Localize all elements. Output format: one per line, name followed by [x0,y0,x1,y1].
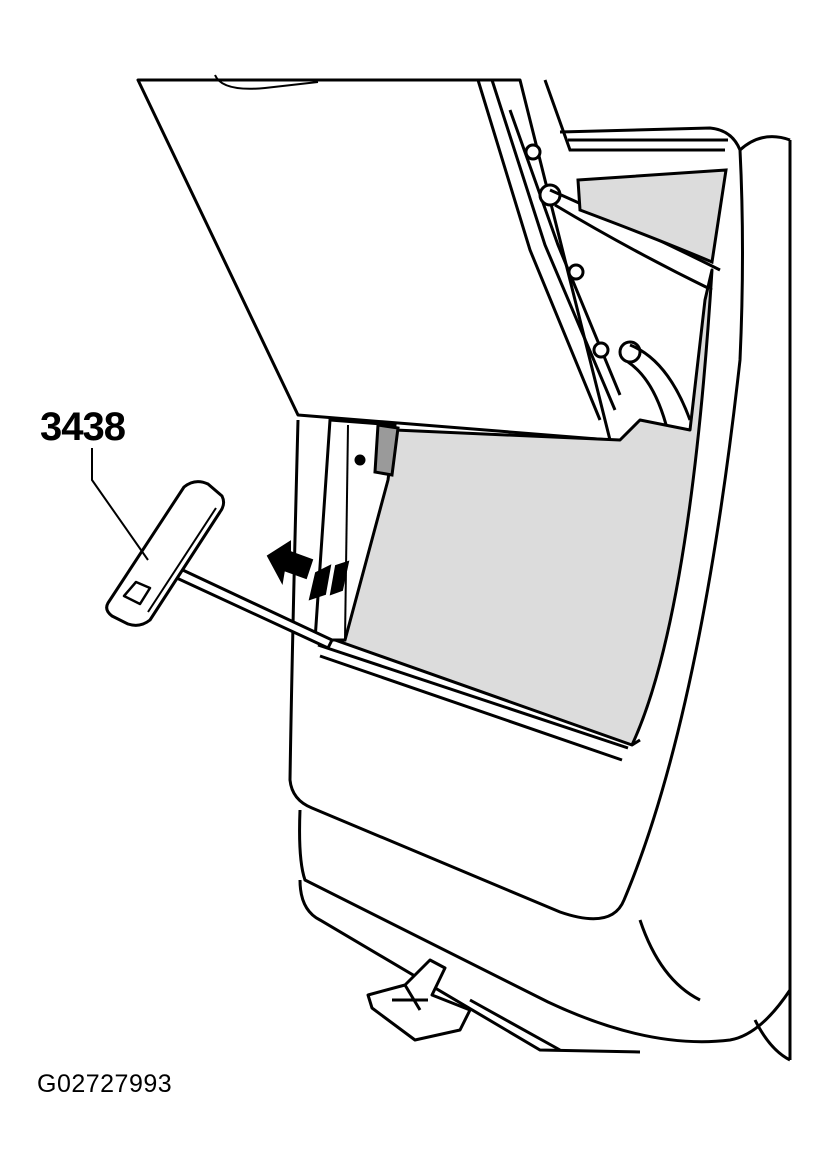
panel-edge-strip [317,643,641,762]
leader-line [91,448,149,561]
bolt-icon [524,143,542,161]
direction-arrow-icon [266,540,350,601]
door-outline [288,126,792,1062]
bolt-icon [538,183,562,207]
bolt-icon [567,263,585,281]
tool-handle [105,480,226,627]
tool-shaft [166,563,334,650]
figure-id: G02727993 [37,1070,173,1098]
seat-cushion [136,74,612,442]
tool-3438 [105,480,334,650]
tool-handle-hole [122,580,152,606]
bolt-icon [592,341,610,359]
seat-rail-bracket [366,958,472,1042]
tool-number-label: 3438 [40,405,126,449]
hinge-bolts [524,143,642,364]
upper-shaded-area [576,168,728,265]
